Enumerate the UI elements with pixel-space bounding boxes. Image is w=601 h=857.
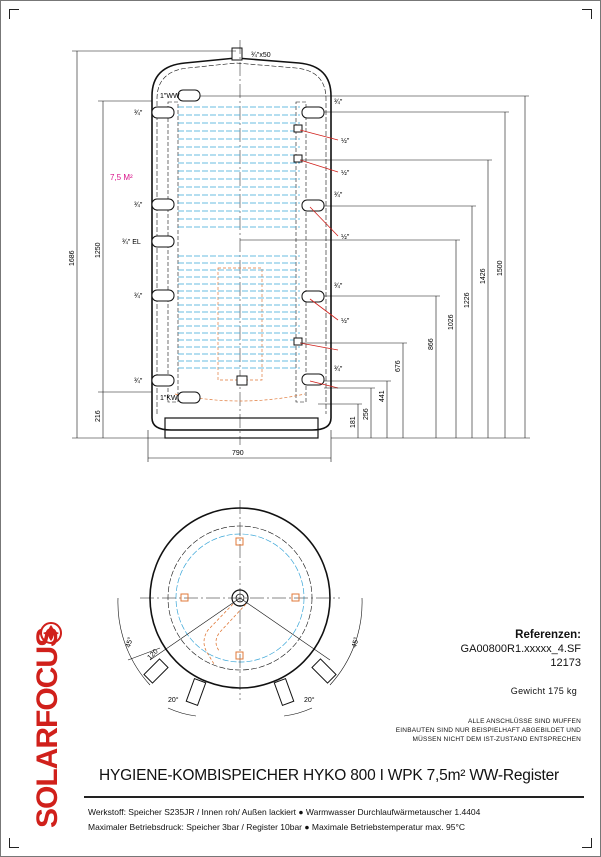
top-view — [140, 500, 340, 700]
left-connection-label: ¾" — [134, 293, 143, 300]
right-connections — [236, 106, 325, 386]
title-rule — [84, 796, 584, 798]
bottom-dimension-line — [147, 430, 332, 462]
left-dimension-lines — [72, 50, 236, 439]
notes: Alle Anschlüsse sind Muffen Einbauten si… — [396, 717, 581, 744]
upper-coil — [178, 106, 300, 228]
dimension-256: 256 — [363, 408, 370, 420]
angle-label: 20° — [304, 696, 315, 704]
top-view-dimension: 120 — [146, 648, 159, 661]
leader-lines — [299, 129, 339, 389]
left-connection-label: ¾" — [134, 202, 143, 209]
reference-code: GA00800R1.xxxxx_4.SF — [460, 643, 581, 655]
left-connection-label: 1"KW — [160, 395, 178, 402]
angle-dimension-arcs — [117, 597, 363, 717]
left-connection-label: ¾" — [134, 378, 143, 385]
spec-line-material: Werkstoff: Speicher S235JR / Innen roh/ … — [88, 807, 481, 817]
dimension-866: 866 — [428, 338, 435, 350]
top-nozzle-label: ¾"x50 — [251, 52, 271, 59]
dimension-1250: 1250 — [95, 242, 102, 258]
right-connection-label: ½" — [341, 137, 350, 145]
lower-coil — [178, 255, 300, 369]
right-connection-label: ¾" — [334, 99, 343, 106]
dimension-1226: 1226 — [464, 292, 471, 308]
dimension-181: 181 — [350, 416, 357, 428]
fleur-icon — [40, 622, 62, 644]
left-connection-label: 1"WW — [160, 93, 180, 100]
angle-label: 20° — [168, 696, 179, 704]
brand-wordmark: SOLARFOCUS — [31, 627, 64, 828]
left-connections — [151, 89, 201, 404]
top-nozzle — [231, 47, 243, 61]
right-connection-label: ¾" — [334, 192, 343, 199]
note-line: Alle Anschlüsse sind Muffen — [467, 718, 581, 725]
top-view-nozzles — [143, 658, 337, 706]
dimension-1426: 1426 — [480, 268, 487, 284]
reference-title: Referenzen: — [515, 629, 581, 641]
right-connection-label: ¾" — [334, 366, 343, 373]
crop-mark-top-left — [9, 9, 19, 19]
note-line: Einbauten sind nur beispielhaft abgebild… — [395, 727, 581, 734]
tank-inner-shell — [156, 62, 327, 414]
right-connection-label: ¾" — [334, 283, 343, 290]
reference-number: 12173 — [550, 657, 581, 669]
right-connection-label: ½" — [341, 169, 350, 177]
crop-mark-bottom-right — [582, 838, 592, 848]
left-connection-label: ¾" EL — [122, 239, 141, 246]
dimension-790: 790 — [232, 450, 244, 457]
dimension-1026: 1026 — [448, 314, 455, 330]
reference-block: Referenzen: GA00800R1.xxxxx_4.SF 12173 — [461, 628, 581, 670]
spec-line-pressure: Maximaler Betriebsdruck: Speicher 3bar /… — [88, 822, 466, 832]
right-connection-label: ½" — [341, 317, 350, 325]
tank-foot — [164, 417, 319, 439]
dimension-216: 216 — [95, 410, 102, 422]
dimension-676: 676 — [395, 360, 402, 372]
angle-label: 45° — [350, 636, 361, 648]
dimension-1500: 1500 — [497, 260, 504, 276]
left-connection-label: ¾" — [134, 110, 143, 117]
right-connection-label: ½" — [341, 233, 350, 241]
angle-label: 45° — [124, 636, 135, 648]
weight: Gewicht 175 kg — [510, 686, 577, 696]
right-dimension-lines — [200, 95, 530, 439]
crop-mark-bottom-left — [9, 838, 19, 848]
note-line: müssen nicht dem IST-Zustand entsprechen — [412, 736, 581, 743]
drawing-title: HYGIENE-KOMBISPEICHER HYKO 800 I WPK 7,5… — [98, 767, 560, 784]
crop-mark-top-right — [582, 9, 592, 19]
dimension-1686: 1686 — [69, 250, 76, 266]
area-label: 7,5 M² — [110, 173, 133, 182]
dimension-441: 441 — [379, 390, 386, 402]
brand-logo: SOLARFOCUS — [16, 620, 80, 835]
